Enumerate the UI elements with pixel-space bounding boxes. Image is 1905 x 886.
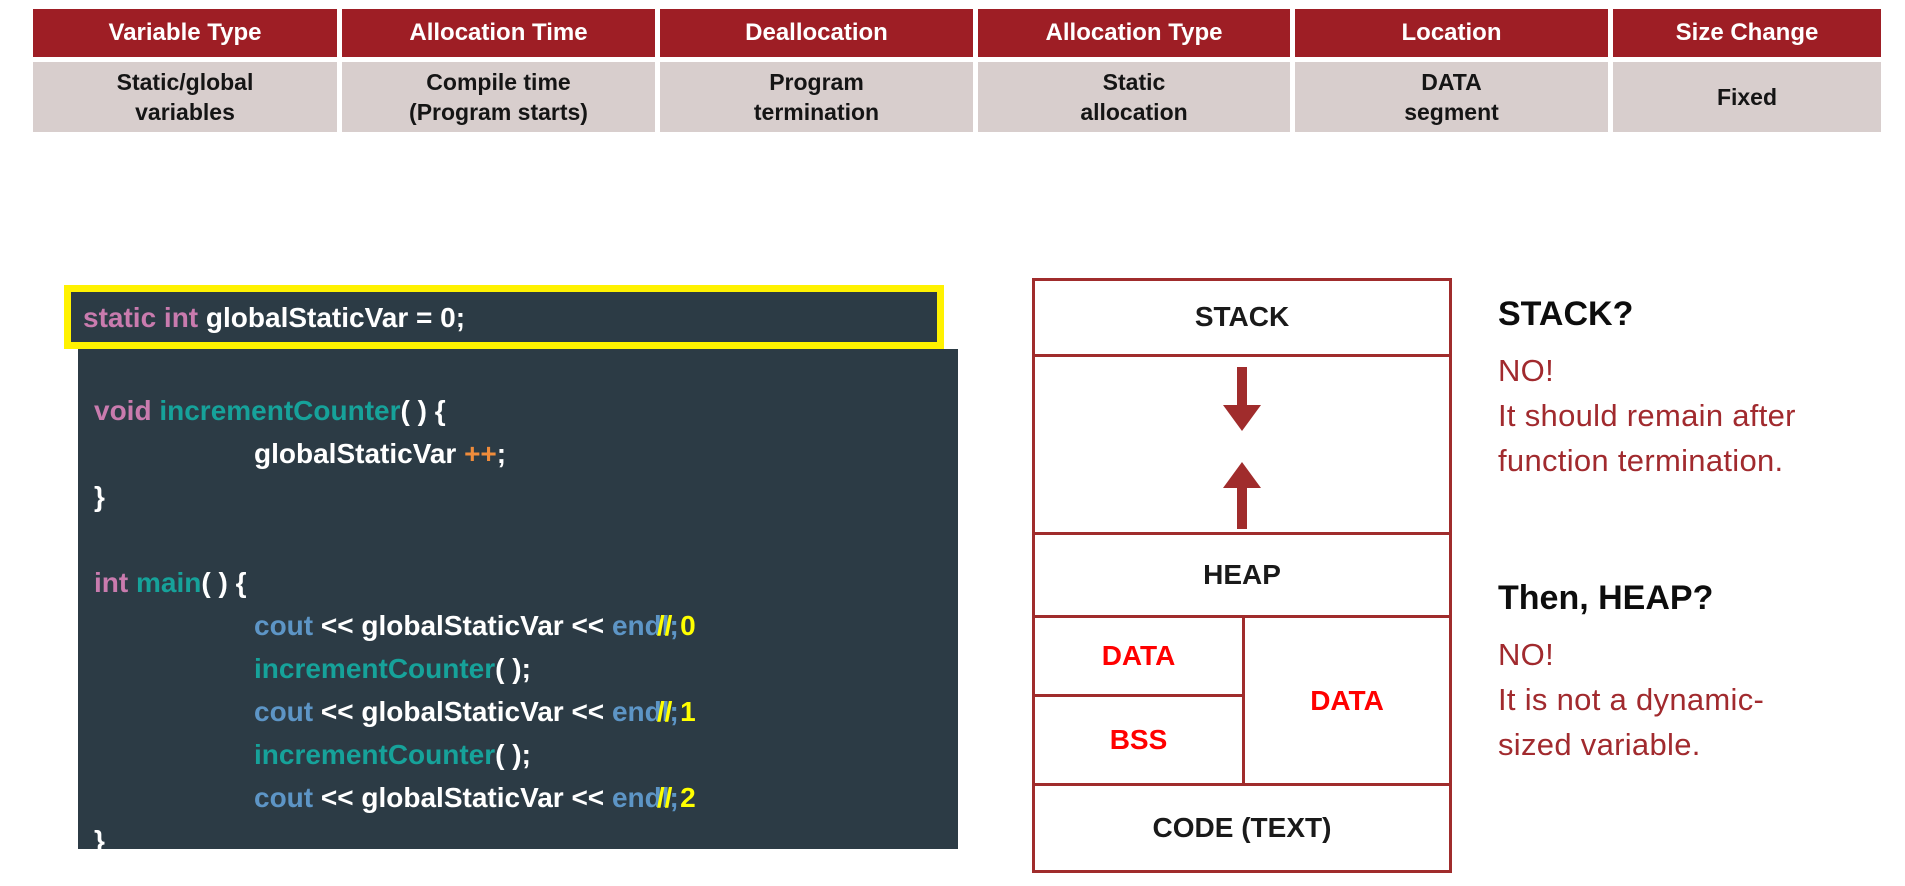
table-header-cell: Deallocation bbox=[660, 9, 973, 57]
code-token: ; bbox=[496, 438, 507, 469]
code-token: incrementCounter bbox=[159, 395, 401, 426]
code-token: } bbox=[94, 481, 105, 512]
data-segment: DATA bbox=[1035, 618, 1242, 697]
table-body-cell: Program termination bbox=[660, 62, 973, 132]
code-token: cout bbox=[254, 782, 321, 813]
code-token: } bbox=[94, 825, 105, 856]
code-text-segment-label: CODE (TEXT) bbox=[1152, 812, 1332, 844]
table-body-cell: Compile time (Program starts) bbox=[342, 62, 655, 132]
code-token: cout bbox=[254, 610, 321, 641]
highlighted-code-line: static int globalStaticVar = 0; bbox=[64, 285, 944, 349]
code-line: cout << globalStaticVar << endl;// 2 bbox=[94, 776, 958, 819]
data-bss-column: DATA BSS bbox=[1035, 617, 1245, 784]
table-body-cell: Static/global variables bbox=[33, 62, 337, 132]
annotation-line: function termination. bbox=[1498, 443, 1784, 478]
arrow-head bbox=[1223, 404, 1261, 431]
table-body-cell: Static allocation bbox=[978, 62, 1290, 132]
code-token: main bbox=[136, 567, 202, 598]
code-line: } bbox=[94, 819, 958, 862]
heap-annotation-body: NO! It is not a dynamic-sized variable. bbox=[1498, 632, 1764, 767]
annotation-line: NO! bbox=[1498, 637, 1555, 672]
data-combined-label: DATA bbox=[1310, 684, 1384, 716]
code-token: incrementCounter bbox=[254, 739, 496, 770]
annotation-line: NO! bbox=[1498, 353, 1555, 388]
code-token: endl; bbox=[611, 610, 679, 641]
code-token: void bbox=[94, 395, 160, 426]
code-token: cout bbox=[254, 696, 321, 727]
stack-segment: STACK bbox=[1035, 281, 1449, 357]
code-text-segment: CODE (TEXT) bbox=[1035, 786, 1449, 870]
table-body-cell: Fixed bbox=[1613, 62, 1881, 132]
code-token: int bbox=[94, 567, 136, 598]
bss-segment-label: BSS bbox=[1109, 724, 1168, 756]
code-line: cout << globalStaticVar << endl;// 0 bbox=[94, 604, 958, 647]
code-token: // 2 bbox=[656, 782, 696, 813]
arrow-shaft bbox=[1237, 366, 1247, 405]
code-token: endl; bbox=[611, 696, 679, 727]
code-token: endl; bbox=[611, 782, 679, 813]
annotation-line: It is not a dynamic- bbox=[1498, 682, 1765, 717]
code-token: << globalStaticVar << bbox=[320, 610, 612, 641]
code-token: << globalStaticVar << bbox=[320, 696, 612, 727]
bss-segment: BSS bbox=[1035, 697, 1242, 783]
code-line-static-declaration: static int globalStaticVar = 0; bbox=[71, 296, 465, 339]
growth-arrows-region bbox=[1035, 357, 1449, 536]
code-token: // 1 bbox=[656, 696, 696, 727]
heap-segment-label: HEAP bbox=[1203, 559, 1281, 590]
code-token: ( ); bbox=[495, 653, 531, 684]
data-segment-label: DATA bbox=[1101, 639, 1176, 671]
code-token: ( ) { bbox=[201, 567, 247, 598]
code-line: globalStaticVar ++; bbox=[94, 432, 958, 475]
arrow-head bbox=[1223, 461, 1261, 488]
code-block: void incrementCounter( ) {globalStaticVa… bbox=[78, 349, 958, 856]
annotation-line: sized variable. bbox=[1498, 727, 1701, 762]
arrow-shaft bbox=[1237, 487, 1247, 529]
code-token: globalStaticVar bbox=[254, 438, 465, 469]
table-header-cell: Variable Type bbox=[33, 9, 337, 57]
stack-segment-label: STACK bbox=[1194, 301, 1290, 333]
code-line: } bbox=[94, 475, 958, 518]
code-token: // 0 bbox=[656, 610, 696, 641]
table-header-cell: Size Change bbox=[1613, 9, 1881, 57]
data-bss-region: DATA BSS DATA bbox=[1035, 617, 1449, 787]
heap-segment: HEAP bbox=[1035, 535, 1449, 618]
code-line: int main( ) { bbox=[94, 561, 958, 604]
heap-annotation-heading: Then, HEAP? bbox=[1498, 579, 1714, 617]
code-line: cout << globalStaticVar << endl;// 1 bbox=[94, 690, 958, 733]
table-header-cell: Location bbox=[1295, 9, 1608, 57]
heap-annotation: Then, HEAP? NO! It is not a dynamic-sized… bbox=[1498, 578, 1764, 767]
table-header-cell: Allocation Type bbox=[978, 9, 1290, 57]
code-token: globalStaticVar = 0; bbox=[205, 301, 466, 333]
code-token: incrementCounter bbox=[254, 653, 496, 684]
code-line: void incrementCounter( ) { bbox=[94, 389, 958, 432]
memory-layout-diagram: STACK HEAP DATA BSS bbox=[1032, 278, 1452, 873]
code-token: ( ) { bbox=[400, 395, 446, 426]
data-segment-combined: DATA bbox=[1245, 618, 1449, 783]
stack-annotation-heading: STACK? bbox=[1498, 295, 1634, 333]
stack-annotation-body: NO! It should remain after function termin… bbox=[1498, 348, 1796, 483]
stack-annotation: STACK? NO! It should remain after function… bbox=[1498, 294, 1796, 483]
code-line: incrementCounter( ); bbox=[94, 647, 958, 690]
code-token: static int bbox=[83, 301, 206, 333]
table-body-cell: DATA segment bbox=[1295, 62, 1608, 132]
code-line: incrementCounter( ); bbox=[94, 733, 958, 776]
annotation-line: It should remain after bbox=[1498, 398, 1796, 433]
code-token: ++ bbox=[464, 438, 497, 469]
code-line bbox=[94, 518, 958, 561]
table-header-cell: Allocation Time bbox=[342, 9, 655, 57]
code-token: ( ); bbox=[495, 739, 531, 770]
code-token: << globalStaticVar << bbox=[320, 782, 612, 813]
